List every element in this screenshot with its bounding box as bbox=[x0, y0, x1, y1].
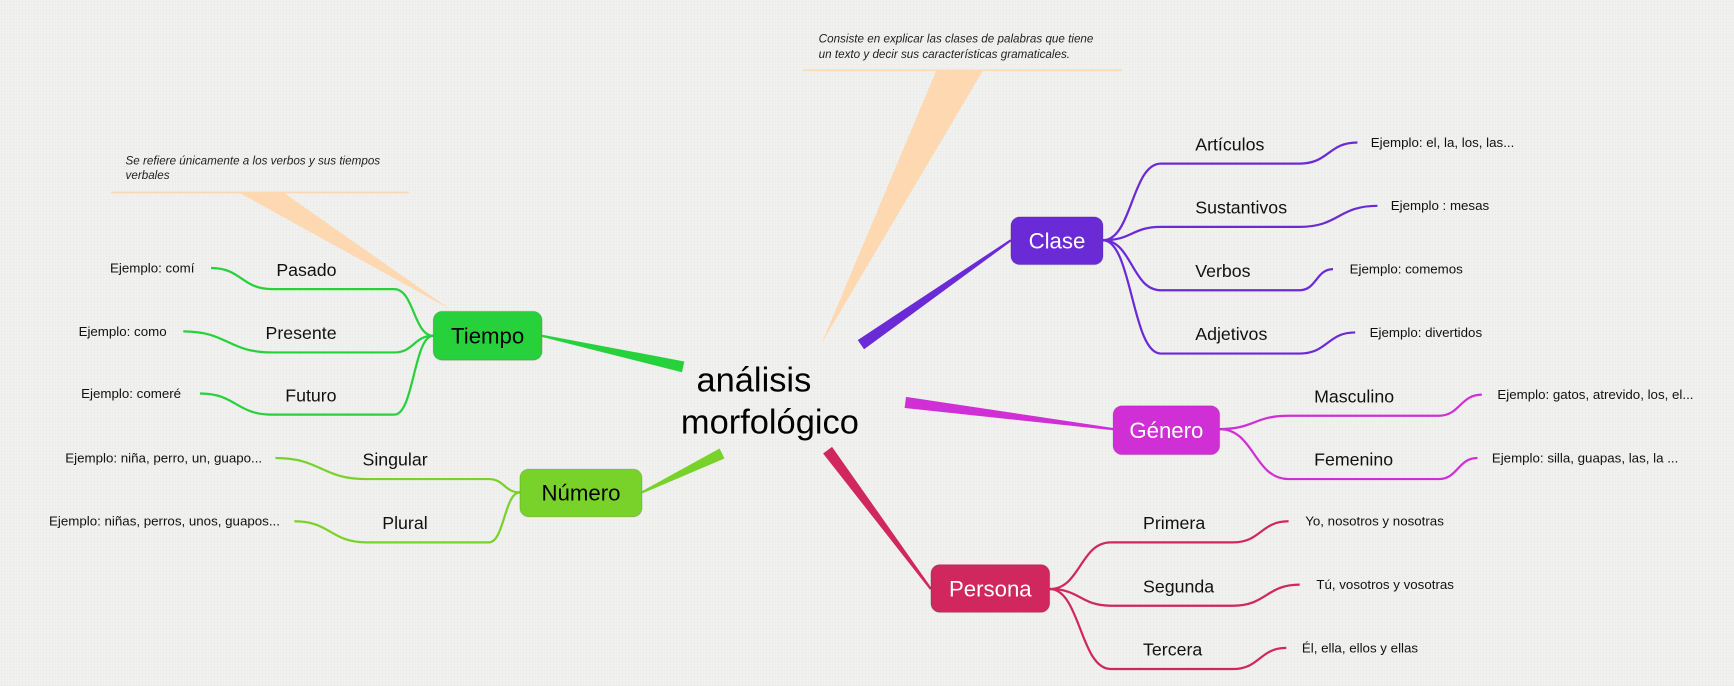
central-topic-line1: análisis bbox=[696, 361, 811, 399]
example-text[interactable]: Ejemplo: silla, guapas, las, la ... bbox=[1492, 450, 1678, 465]
main-topic-label: Persona bbox=[949, 576, 1032, 601]
topic-box bbox=[519, 468, 643, 518]
main-topic-tiempo[interactable]: Tiempo bbox=[432, 310, 543, 361]
callout-note[interactable]: Se refiere únicamente a los verbos y sus… bbox=[111, 155, 450, 310]
child-connector bbox=[199, 334, 434, 416]
topic-plural[interactable]: Plural bbox=[382, 513, 427, 533]
trunk-connector bbox=[641, 448, 725, 494]
topic-pasado[interactable]: Pasado bbox=[276, 260, 336, 280]
topic-box bbox=[432, 310, 543, 361]
topic-futuro[interactable]: Futuro bbox=[285, 385, 336, 405]
example-text[interactable]: Él, ella, ellos y ellas bbox=[1302, 640, 1419, 655]
child-connector bbox=[294, 491, 521, 544]
example-text[interactable]: Ejemplo: comí bbox=[110, 260, 195, 275]
example-text[interactable]: Ejemplo: divertidos bbox=[1370, 325, 1483, 340]
child-connector bbox=[1219, 427, 1478, 481]
example-text[interactable]: Ejemplo: comemos bbox=[1350, 262, 1464, 277]
example-text[interactable]: Ejemplo: niñas, perros, unos, guapos... bbox=[49, 514, 280, 529]
example-text[interactable]: Ejemplo: niña, perro, un, guapo... bbox=[65, 450, 262, 465]
example-text[interactable]: Tú, vosotros y vosotras bbox=[1316, 577, 1454, 592]
topic-box bbox=[930, 564, 1051, 613]
note-text: Se refiere únicamente a los verbos y sus… bbox=[126, 155, 381, 168]
example-text[interactable]: Ejemplo: como bbox=[79, 324, 167, 339]
main-topic-label: Tiempo bbox=[451, 324, 524, 349]
topic-box bbox=[1112, 405, 1221, 456]
topic-segunda[interactable]: Segunda bbox=[1143, 576, 1214, 596]
trunk-connector bbox=[857, 239, 1012, 350]
topic-sustantivos[interactable]: Sustantivos bbox=[1195, 198, 1287, 218]
main-topic-número[interactable]: Número bbox=[519, 468, 643, 518]
callout-pointer bbox=[822, 70, 984, 343]
main-topic-label: Género bbox=[1129, 418, 1203, 443]
trunk-connector bbox=[904, 396, 1114, 431]
child-connector bbox=[1102, 239, 1334, 292]
child-connector bbox=[1049, 520, 1289, 591]
topic-verbos[interactable]: Verbos bbox=[1195, 261, 1250, 281]
trunk-connector bbox=[823, 446, 932, 590]
example-text[interactable]: Ejemplo: el, la, los, las... bbox=[1371, 135, 1515, 150]
trunk-connector bbox=[541, 334, 685, 373]
note-text: Consiste en explicar las clases de palab… bbox=[819, 33, 1094, 46]
child-connector bbox=[183, 330, 434, 354]
main-topic-persona[interactable]: Persona bbox=[930, 564, 1051, 613]
child-connector bbox=[1102, 239, 1356, 355]
note-text: verbales bbox=[126, 169, 170, 182]
example-text[interactable]: Ejemplo: gatos, atrevido, los, el... bbox=[1497, 387, 1693, 402]
main-topic-label: Clase bbox=[1029, 229, 1086, 254]
main-topic-género[interactable]: Género bbox=[1112, 405, 1221, 456]
example-text[interactable]: Ejemplo : mesas bbox=[1391, 198, 1490, 213]
child-connector bbox=[1049, 583, 1300, 607]
topic-singular[interactable]: Singular bbox=[362, 450, 427, 470]
child-connector bbox=[1103, 204, 1378, 242]
example-text[interactable]: Ejemplo: comeré bbox=[81, 386, 181, 401]
child-connector bbox=[211, 266, 434, 337]
branch-número: Singular Ejemplo: niña, perro, un, guapo.… bbox=[49, 448, 725, 544]
topic-artículos[interactable]: Artículos bbox=[1195, 134, 1264, 154]
branch-clase: Artículos Ejemplo: el, la, los, las... Sus… bbox=[857, 134, 1515, 355]
note-text: un texto y decir sus características gra… bbox=[819, 48, 1070, 61]
main-topic-label: Número bbox=[541, 481, 620, 506]
example-text[interactable]: Yo, nosotros y nosotras bbox=[1305, 514, 1444, 529]
callout-note[interactable]: Consiste en explicar las clases de palab… bbox=[803, 33, 1122, 343]
topic-primera[interactable]: Primera bbox=[1143, 513, 1205, 533]
central-topic-line2: morfológico bbox=[681, 404, 859, 442]
topic-box bbox=[1010, 216, 1104, 266]
topic-presente[interactable]: Presente bbox=[265, 323, 336, 343]
callout-pointer bbox=[238, 192, 450, 310]
central-topic[interactable]: análisis morfológico bbox=[681, 361, 859, 441]
child-connector bbox=[275, 456, 520, 494]
child-connector bbox=[1049, 587, 1287, 671]
topic-masculino[interactable]: Masculino bbox=[1314, 386, 1394, 406]
topic-tercera[interactable]: Tercera bbox=[1143, 640, 1202, 660]
branch-género: Masculino Ejemplo: gatos, atrevido, los, … bbox=[904, 386, 1693, 481]
child-connector bbox=[1102, 141, 1358, 242]
main-topic-clase[interactable]: Clase bbox=[1010, 216, 1104, 266]
child-connector bbox=[1219, 393, 1482, 431]
topic-femenino[interactable]: Femenino bbox=[1314, 450, 1393, 470]
topic-adjetivos[interactable]: Adjetivos bbox=[1195, 324, 1267, 344]
